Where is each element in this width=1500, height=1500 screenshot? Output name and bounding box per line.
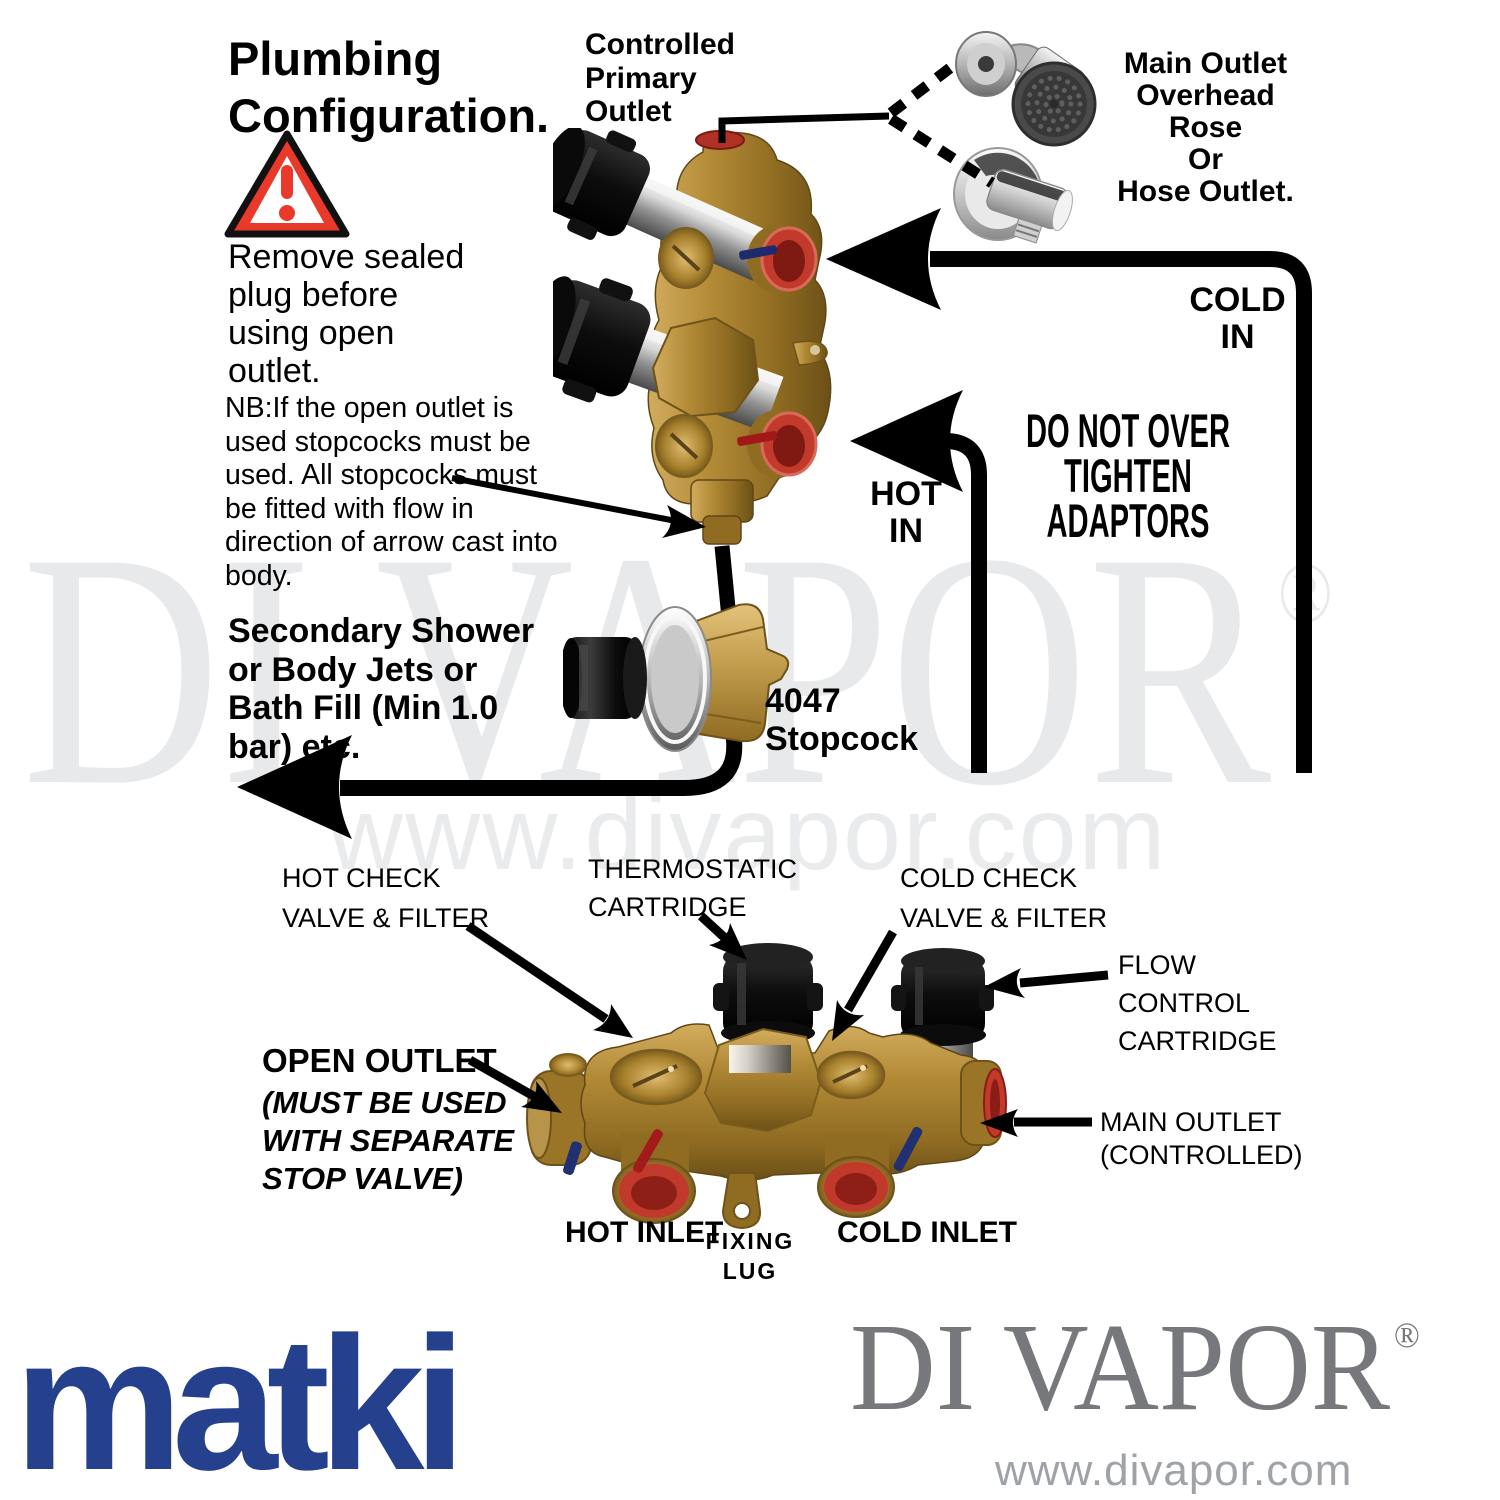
hot-check-cap: [609, 1048, 703, 1106]
upper-cap: [658, 227, 714, 289]
upper-valve-photo: [553, 128, 832, 545]
flow-control-knob: [891, 948, 994, 1046]
lower-valve-photo: [526, 943, 1007, 1230]
hot-check-valve-label: HOT CHECK VALVE & FILTER: [282, 863, 490, 933]
watermark-registered-mark: ®: [1277, 545, 1333, 642]
tighten-warning-label: DO NOT OVER TIGHTEN ADAPTORS: [1026, 404, 1230, 547]
upper-cartridge: [553, 128, 774, 281]
stopcock-label: 4047 Stopcock: [765, 682, 919, 758]
blue-indicator: [893, 1126, 923, 1172]
lower-cap: [655, 414, 713, 478]
nb-note: NB:If the open outlet is used stopcocks …: [225, 392, 558, 592]
main-outlet-options-label: Main Outlet Overhead Rose Or Hose Outlet…: [1117, 47, 1294, 208]
thermostatic-knob: [713, 943, 823, 1045]
cold-inlet-label: COLD INLET: [837, 1216, 1017, 1249]
cold-in-label: COLD IN: [1189, 281, 1286, 356]
hot-port: [737, 410, 818, 478]
hot-in-label: HOT IN: [870, 475, 942, 550]
outlet-elbow: [986, 168, 1073, 244]
center-hex-nut: [703, 1027, 823, 1133]
divapor-website: www.divapor.com: [995, 1446, 1353, 1495]
controlled-primary-outlet-label: Controlled Primary Outlet: [585, 28, 735, 128]
shower-head-photo: [955, 31, 1097, 147]
stopcock-knob: [563, 637, 647, 719]
matki-logo: matki: [14, 1298, 466, 1500]
secondary-shower-note: Secondary Shower or Body Jets or Bath Fi…: [228, 612, 535, 766]
thermostatic-cartridge-label: THERMOSTATIC CARTRIDGE: [588, 854, 797, 922]
bottom-outlet-stub: [702, 515, 742, 545]
hot-inlet-label: HOT INLET: [565, 1216, 724, 1249]
remove-plug-note: Remove sealed plug before using open out…: [228, 238, 465, 390]
blue-indicator: [739, 245, 778, 260]
hot-inlet-port: [612, 1129, 696, 1224]
main-outlet-controlled-label: MAIN OUTLET (CONTROLLED): [1100, 1107, 1303, 1170]
open-outlet-label: OPEN OUTLET: [262, 1042, 497, 1079]
cold-inlet-port: [817, 1126, 923, 1218]
cold-check-cap: [816, 1050, 886, 1100]
primary-outlet-port: [695, 130, 745, 150]
main-outlet-end: [960, 1060, 1007, 1146]
flow-control-line: [1019, 970, 1109, 988]
cold-port: [739, 225, 818, 293]
warning-triangle-icon: [224, 130, 350, 238]
open-outlet-end: [526, 1070, 592, 1175]
hex-collar: [651, 316, 760, 418]
registered-mark: ®: [1393, 1315, 1420, 1355]
hose-outlet-photo: [953, 147, 1073, 244]
divapor-logo: DI VAPOR®: [850, 1299, 1420, 1437]
open-outlet-note: (MUST BE USED WITH SEPARATE STOP VALVE): [262, 1085, 515, 1196]
upper-fixing-lug: [792, 340, 828, 366]
red-indicator: [633, 1129, 663, 1173]
fixing-lug-label: FIXING LUG: [705, 1228, 795, 1284]
stopcock-photo: [563, 603, 790, 752]
page-title: Plumbing Configuration.: [228, 32, 550, 142]
red-indicator: [737, 431, 778, 446]
flow-control-cartridge-label: FLOW CONTROL CARTRIDGE: [1118, 950, 1277, 1056]
cold-check-valve-label: COLD CHECK VALVE & FILTER: [900, 863, 1108, 933]
fixing-lug-shape: [721, 1172, 762, 1230]
